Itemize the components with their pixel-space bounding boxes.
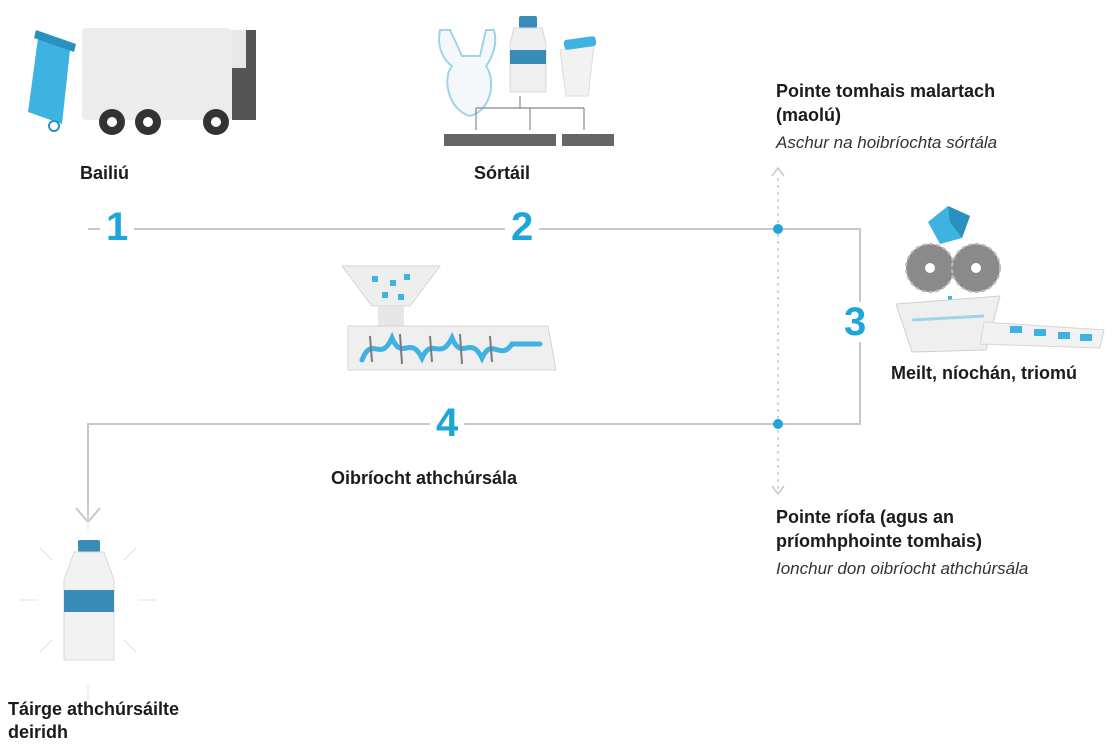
step-1-label: Bailiú [80,163,130,183]
step-2-number: 2 [505,207,540,247]
alternative-measure-title-1: Pointe tomhais malartach [776,81,996,101]
grinding-machine-icon [895,206,1105,353]
process-flow-line [87,228,861,520]
step-4-number: 4 [430,403,465,443]
step-3-label: Meilt, níochán, triomú [891,363,1078,383]
arrow-down-small-icon [771,485,785,496]
step-3-number: 3 [838,302,873,342]
calculation-measure-subtitle: Ionchur don oibríocht athchúrsála [776,559,1029,578]
garbage-truck-icon [28,28,256,135]
step-2-label: Sórtáil [474,163,531,183]
final-product-label-1: Táirge athchúrsáilte [8,699,180,719]
alternative-measure-title-2: (maolú) [776,105,841,125]
calculation-measure-title-2: príomhphointe tomhais) [776,531,982,551]
sorting-items-icon [438,16,614,146]
bottle-icon [20,515,156,700]
step-4-label: Oibríocht athchúrsála [331,468,518,488]
alternative-measure-dot [773,224,783,234]
calculation-measure-dot [773,419,783,429]
extruder-icon [341,265,557,371]
step-1-number: 1 [100,207,135,247]
final-product-label-2: deiridh [8,722,69,742]
alternative-measure-subtitle: Aschur na hoibríochta sórtála [776,133,998,152]
arrow-up-icon [771,166,785,177]
calculation-measure-title-1: Pointe ríofa (agus an [776,507,955,527]
